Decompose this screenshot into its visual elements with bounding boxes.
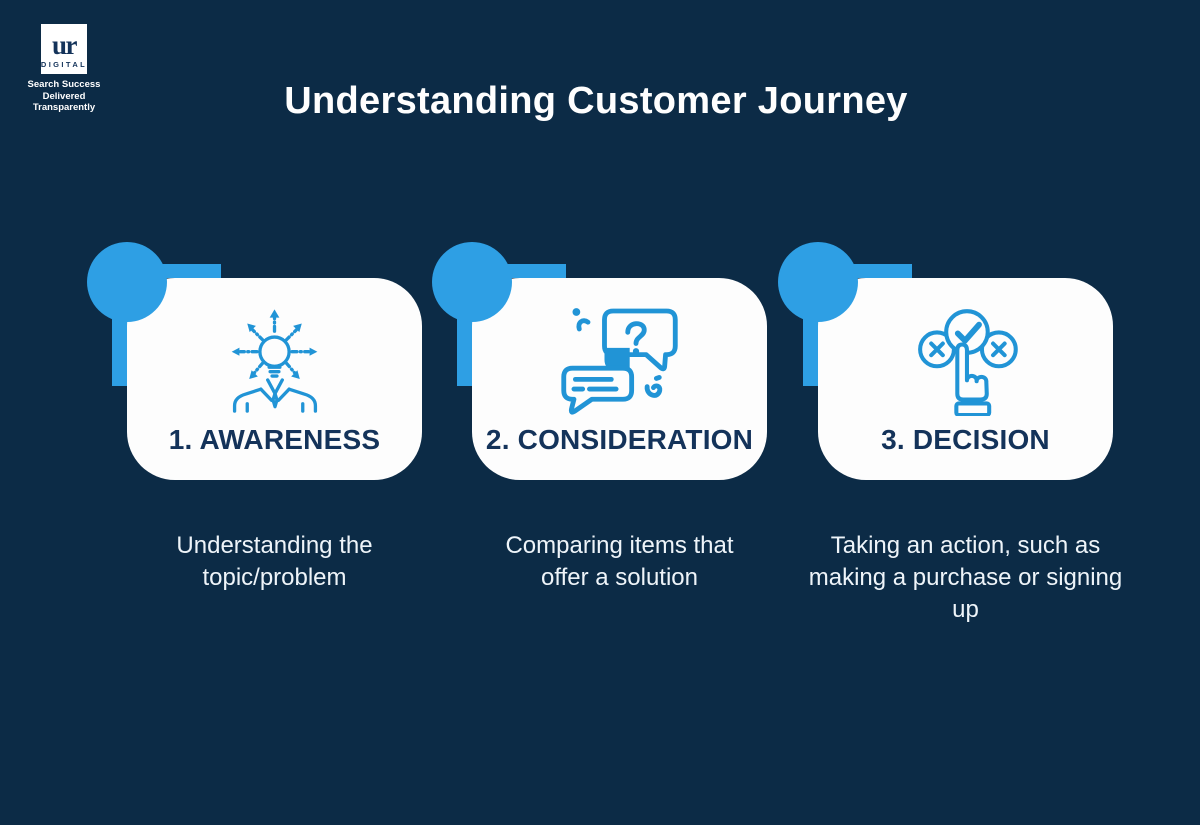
stage-card: 1. AWARENESS: [127, 278, 422, 480]
chat-question-icon: [556, 300, 684, 418]
stage-decision: 3. DECISION Taking an action, such as ma…: [778, 242, 1122, 623]
choice-check-icon: [903, 300, 1029, 418]
stage-marker-dot: [432, 242, 512, 322]
brand-logo-letters: ur: [52, 29, 78, 60]
idea-spread-icon: [219, 300, 331, 418]
stage-description: Understanding the topic/problem: [176, 532, 373, 591]
stage-label: 1. AWARENESS: [168, 424, 381, 455]
stage-marker-dot: [778, 242, 858, 322]
stage-description: Taking an action, such as making a purch…: [808, 532, 1123, 623]
brand-logo-wordmark: DIGITAL: [40, 59, 88, 69]
brand-logo-mark: ur DIGITAL: [41, 24, 87, 74]
stage-card: 3. DECISION: [818, 278, 1113, 480]
stage-label: 3. DECISION: [881, 424, 1050, 455]
brand-logo: ur DIGITAL Search Success Delivered Tran…: [12, 24, 116, 114]
stage-card: 2. CONSIDERATION: [472, 278, 767, 480]
stage-marker-dot: [87, 242, 167, 322]
stage-label: 2. CONSIDERATION: [485, 424, 754, 455]
stage-consideration: 2. CONSIDERATION Comparing items that of…: [432, 242, 767, 591]
brand-tagline-line2: Delivered Transparently: [32, 90, 96, 114]
brand-tagline-line1: Search Success: [27, 79, 101, 90]
page-title: Understanding Customer Journey: [284, 80, 908, 122]
stage-description: Comparing items that offer a solution: [505, 532, 734, 591]
brand-tagline: Search Success Delivered Transparently: [12, 79, 116, 114]
stage-awareness: 1. AWARENESS Understanding the topic/pro…: [87, 242, 422, 591]
